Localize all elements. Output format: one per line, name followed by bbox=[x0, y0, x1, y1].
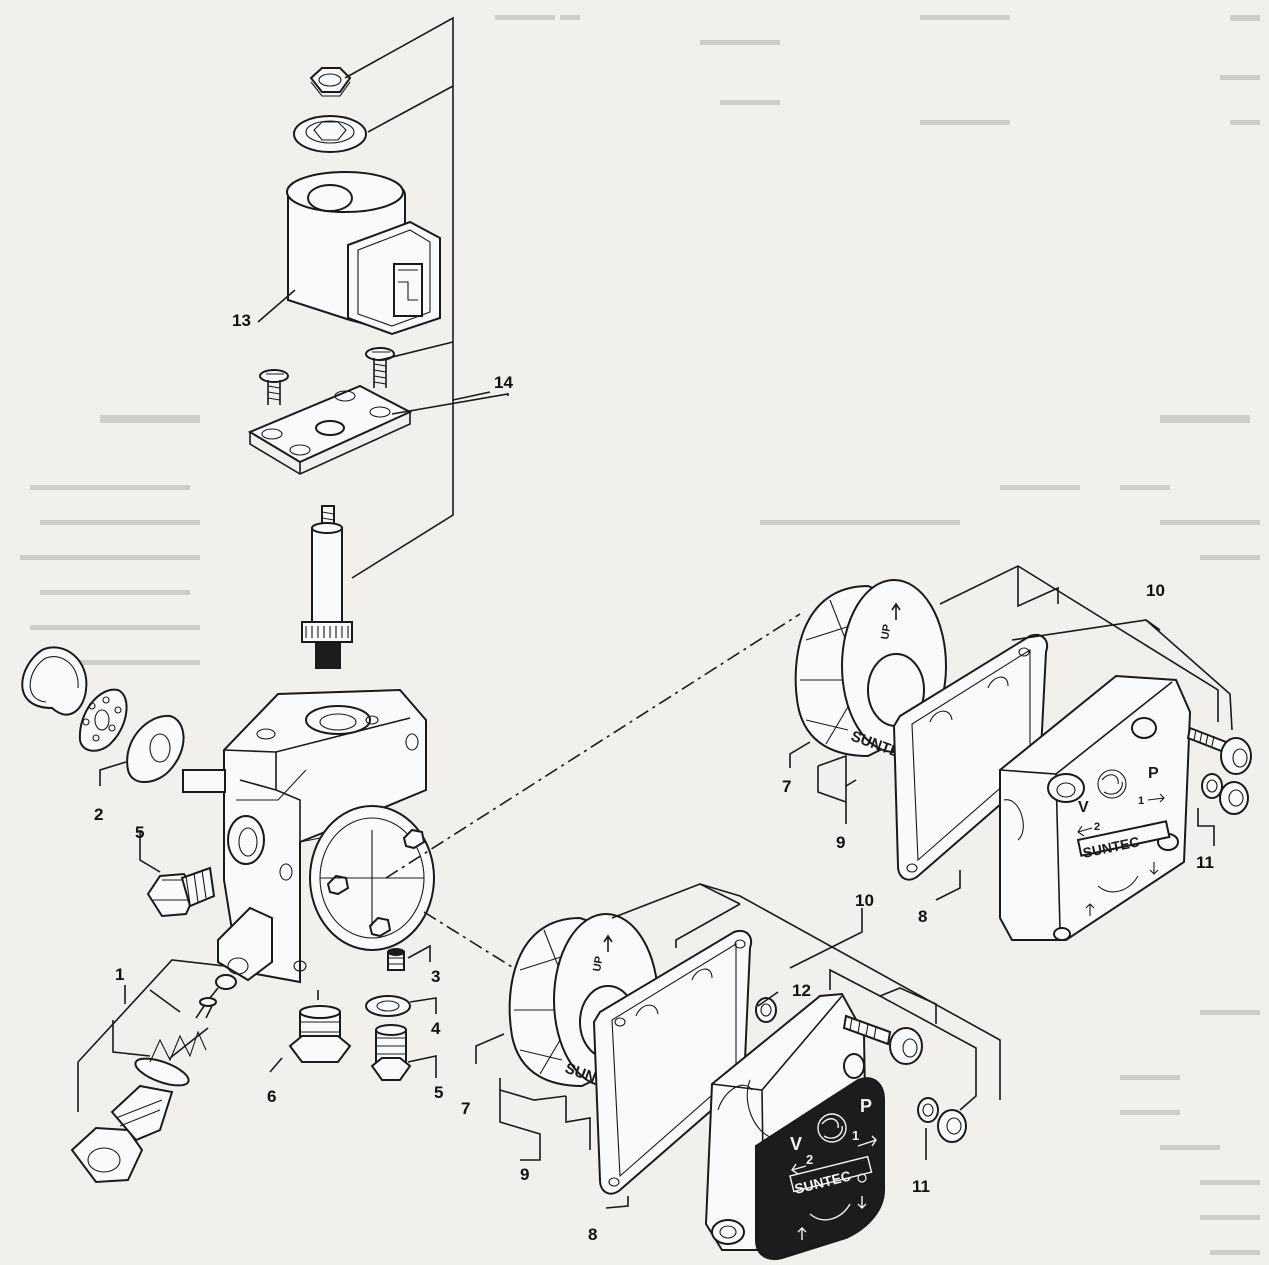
callout-7-upper: 7 bbox=[782, 777, 791, 796]
port-1-lower: 1 bbox=[852, 1128, 859, 1143]
port-1-upper: 1 bbox=[1138, 795, 1144, 807]
shaft-seal bbox=[126, 714, 185, 783]
callout-9-upper: 9 bbox=[836, 833, 845, 852]
callout-1: 1 bbox=[115, 965, 124, 984]
callout-12: 12 bbox=[792, 981, 811, 1000]
callout-5-left: 5 bbox=[135, 823, 144, 842]
callout-9-lower: 9 bbox=[520, 1165, 529, 1184]
solenoid-stem bbox=[301, 505, 353, 669]
solenoid-coil bbox=[286, 171, 441, 336]
plug-11-upper bbox=[1219, 781, 1249, 815]
screw-11-upper bbox=[1186, 726, 1252, 775]
callout-4: 4 bbox=[431, 1019, 441, 1038]
callout-8-upper: 8 bbox=[918, 907, 927, 926]
gasket-upper bbox=[892, 634, 1048, 881]
screw-11-lower bbox=[842, 1014, 923, 1065]
plug-5-left bbox=[146, 866, 216, 918]
washer-11-lower bbox=[917, 1097, 939, 1123]
callout-7-lower: 7 bbox=[461, 1099, 470, 1118]
cover-lower: P 1 V 2 SUNTEC bbox=[704, 992, 885, 1260]
washer-4 bbox=[365, 995, 411, 1017]
oring-12 bbox=[755, 997, 777, 1023]
regulator-assembly bbox=[70, 959, 261, 1184]
solenoid-leaders bbox=[257, 16, 509, 579]
pump-body bbox=[182, 688, 435, 984]
port-2-lower: 2 bbox=[806, 1152, 813, 1167]
filter-up-label: UP bbox=[879, 623, 893, 640]
cover-upper-logo: P 1 V 2 SUNTEC bbox=[1076, 765, 1171, 916]
plate-screw-right bbox=[365, 347, 395, 388]
washer-11-upper bbox=[1201, 773, 1223, 799]
callout-11-upper: 11 bbox=[1196, 853, 1214, 872]
port-p-upper: P bbox=[1148, 765, 1159, 782]
upper-right-leaders bbox=[789, 565, 1233, 901]
circlip-ring bbox=[21, 646, 88, 716]
centerline-upper bbox=[385, 613, 801, 879]
callout-6: 6 bbox=[267, 1087, 276, 1106]
plug-6 bbox=[288, 1005, 352, 1063]
port-p-lower: P bbox=[860, 1096, 872, 1116]
plug-5-bottom bbox=[370, 1024, 412, 1081]
plug-11-lower bbox=[937, 1109, 967, 1143]
callout-14: 14 bbox=[494, 373, 513, 392]
seal-disk bbox=[78, 688, 128, 752]
port-v-lower: V bbox=[790, 1134, 802, 1154]
fitting-leaders bbox=[99, 761, 437, 1078]
centerline-lower bbox=[423, 911, 521, 973]
cover-upper: P 1 V 2 SUNTEC bbox=[999, 674, 1192, 941]
mounting-plate bbox=[247, 384, 413, 475]
port-v-upper: V bbox=[1078, 799, 1089, 816]
plate-screw-left bbox=[259, 369, 289, 405]
filter-lower-up-label: UP bbox=[591, 955, 605, 972]
callout-5-bottom: 5 bbox=[434, 1083, 443, 1102]
callout-10-upper: 10 bbox=[1146, 581, 1165, 600]
bleed-through-text bbox=[20, 15, 1260, 1255]
solenoid-nut bbox=[309, 67, 352, 97]
port-2-upper: 2 bbox=[1094, 821, 1100, 833]
solenoid-washer bbox=[293, 115, 367, 153]
callout-13: 13 bbox=[232, 311, 251, 330]
callout-labels: 1 2 3 4 5 5 6 7 7 8 8 9 9 10 10 11 11 12… bbox=[94, 311, 1214, 1244]
callout-2: 2 bbox=[94, 805, 103, 824]
lower-right-leaders bbox=[475, 883, 1001, 1209]
callout-10-lower: 10 bbox=[855, 891, 874, 910]
grub-screw-3 bbox=[387, 948, 405, 971]
callout-8-lower: 8 bbox=[588, 1225, 597, 1244]
callout-11-lower: 11 bbox=[912, 1177, 930, 1196]
callout-3: 3 bbox=[431, 967, 440, 986]
